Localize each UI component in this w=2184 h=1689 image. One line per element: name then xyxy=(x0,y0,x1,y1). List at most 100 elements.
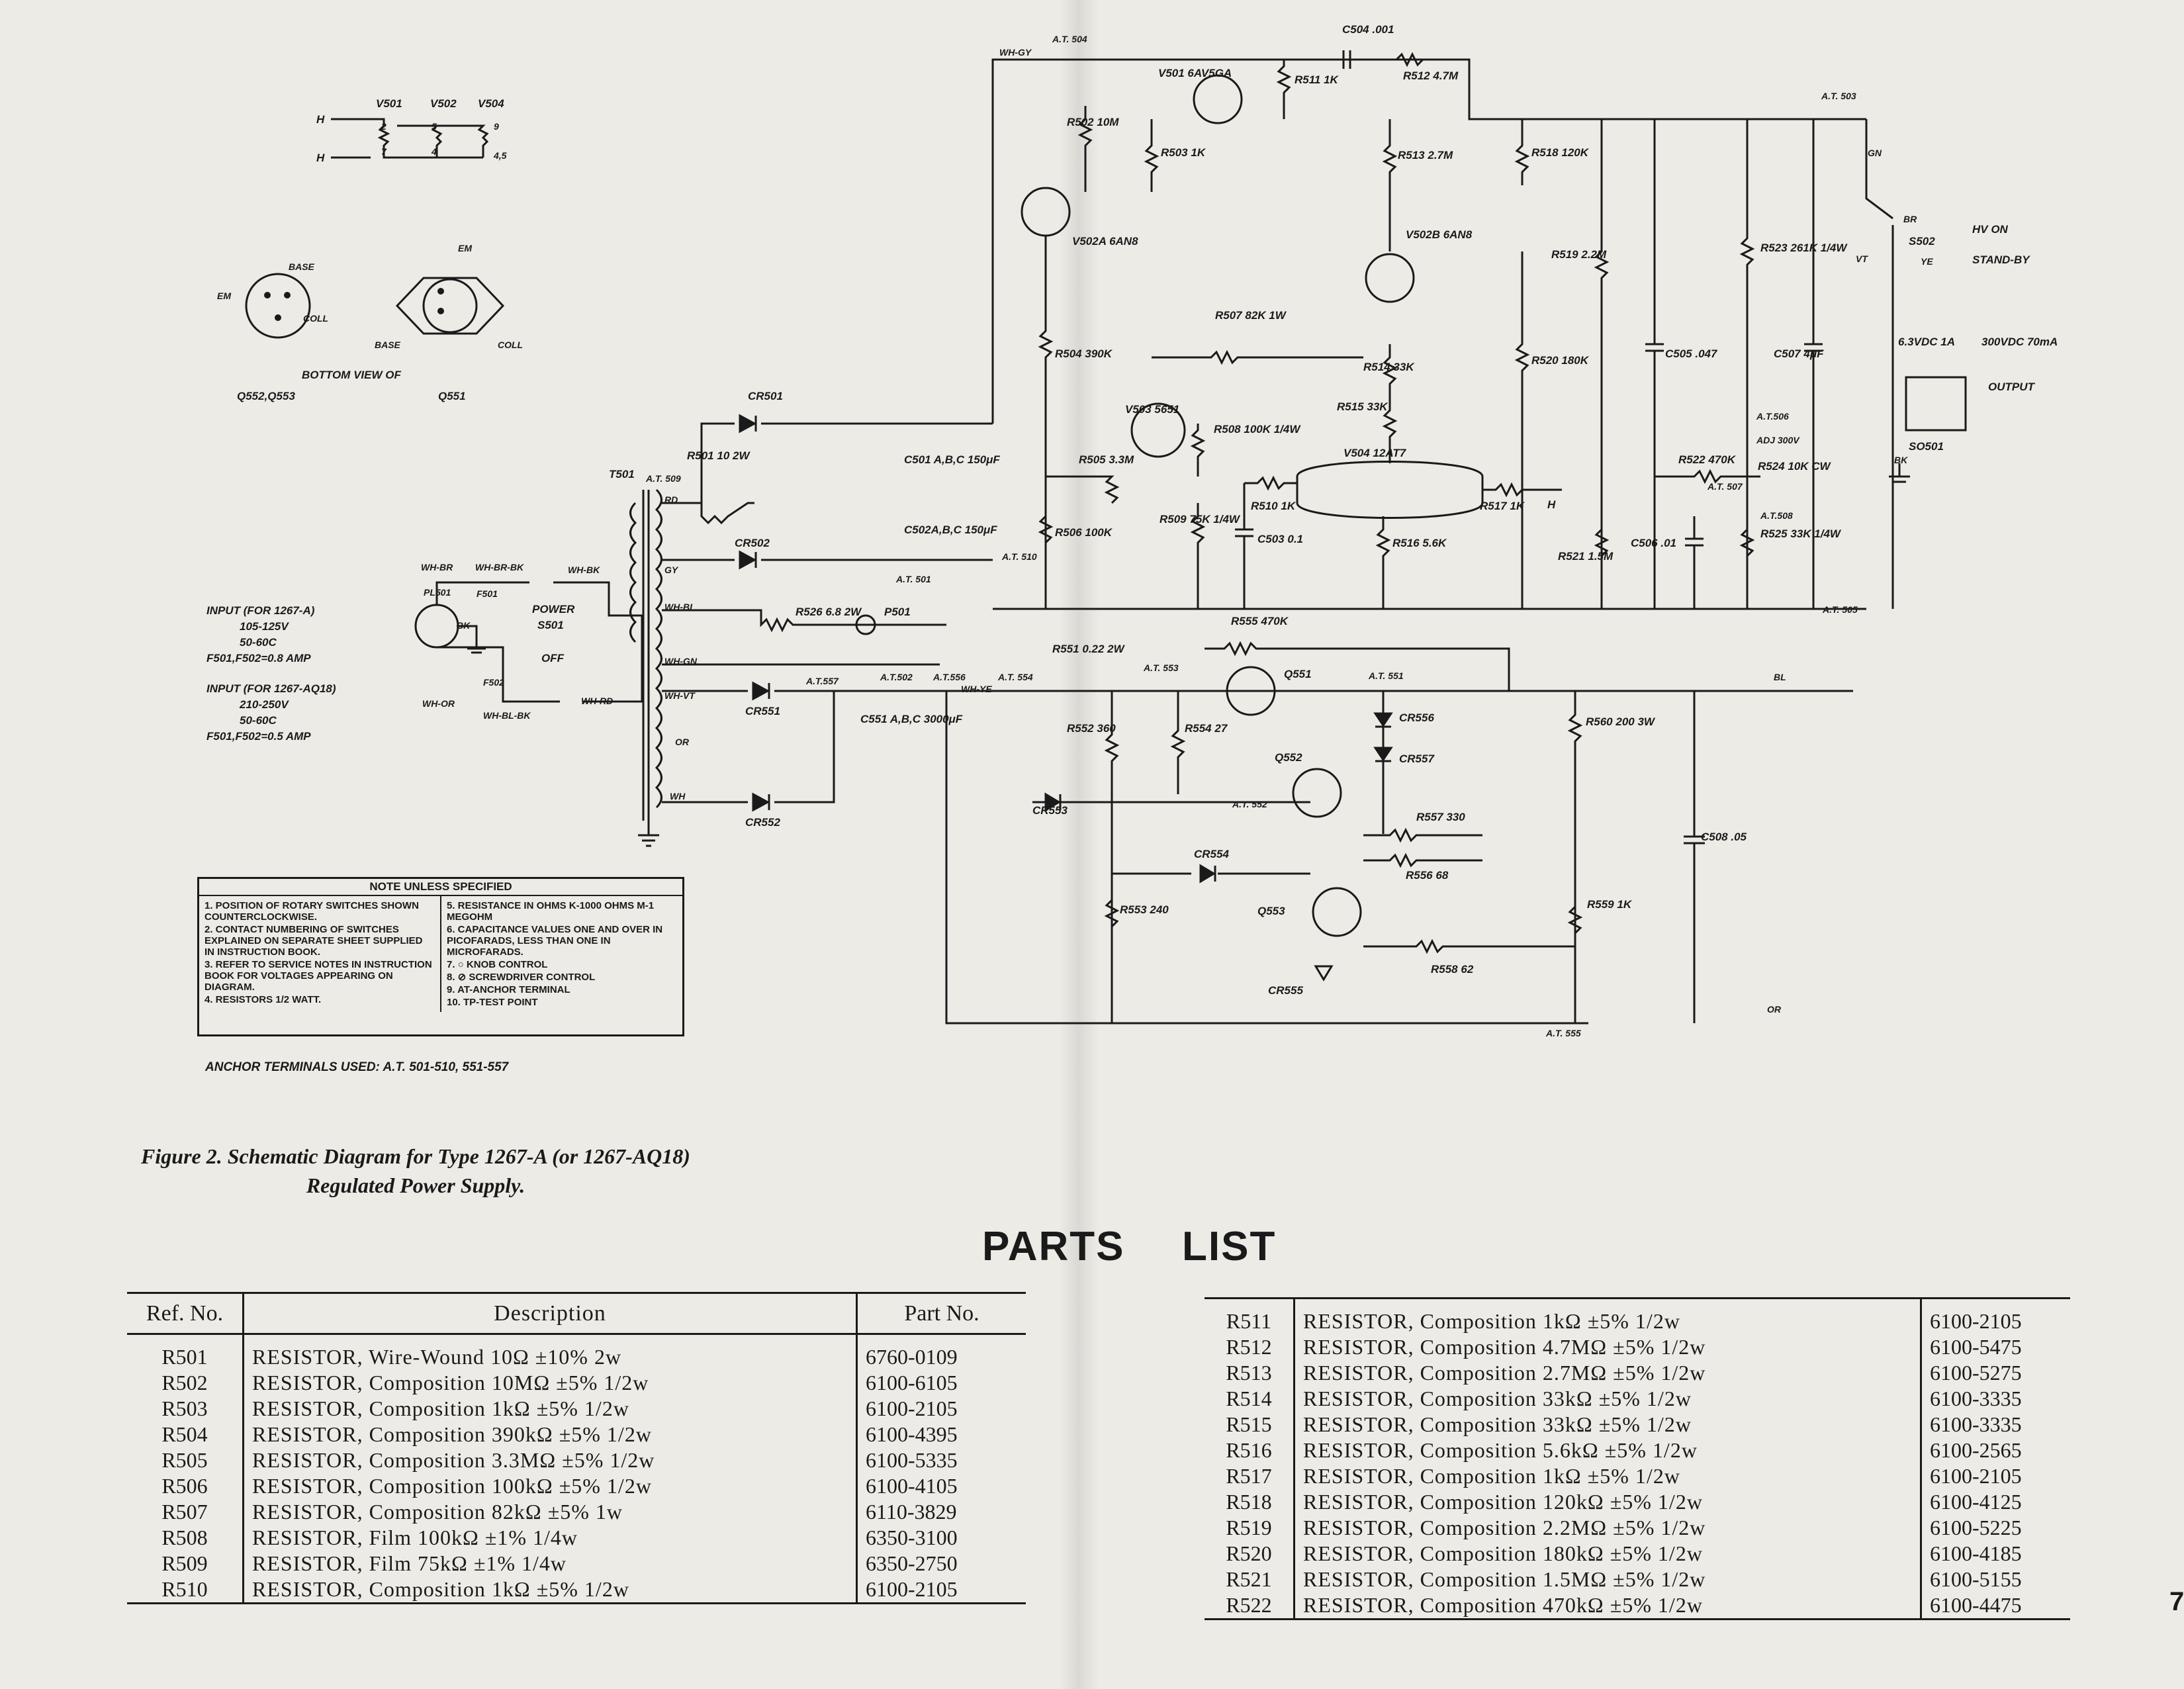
ref-cell: R502 xyxy=(127,1370,244,1396)
svg-text:A.T. 510: A.T. 510 xyxy=(1001,551,1037,562)
ref-cell: R506 xyxy=(127,1473,244,1499)
svg-text:210-250V: 210-250V xyxy=(239,698,289,711)
svg-text:A.T. 552: A.T. 552 xyxy=(1232,799,1267,809)
heater-h-top: H xyxy=(316,113,325,126)
svg-text:R523 261K 1/4W: R523 261K 1/4W xyxy=(1760,242,1848,254)
svg-text:BR: BR xyxy=(1903,214,1917,224)
svg-text:CR502: CR502 xyxy=(735,537,770,549)
svg-text:R521 1.5M: R521 1.5M xyxy=(1558,550,1614,563)
svg-text:R515 33K: R515 33K xyxy=(1337,400,1388,413)
svg-text:R501 10 2W: R501 10 2W xyxy=(687,449,751,462)
svg-text:V504 12AT7: V504 12AT7 xyxy=(1343,447,1407,459)
svg-text:OFF: OFF xyxy=(541,652,565,664)
description-cell: RESISTOR, Composition 2.7MΩ ±5% 1/2w xyxy=(1294,1360,1922,1386)
svg-text:50-60C: 50-60C xyxy=(240,714,277,727)
svg-text:V502B 6AN8: V502B 6AN8 xyxy=(1406,228,1473,241)
svg-text:COLL: COLL xyxy=(498,340,523,350)
description-cell: RESISTOR, Composition 1kΩ ±5% 1/2w xyxy=(243,1396,858,1422)
svg-text:WH: WH xyxy=(670,791,686,801)
svg-text:R516 5.6K: R516 5.6K xyxy=(1392,537,1447,549)
bottom-view-label: BOTTOM VIEW OF xyxy=(302,369,401,381)
svg-text:INPUT (FOR 1267-AQ18): INPUT (FOR 1267-AQ18) xyxy=(206,682,336,695)
notes-title: NOTE UNLESS SPECIFIED xyxy=(199,879,682,896)
note-item: 10. TP-TEST POINT xyxy=(447,997,538,1008)
svg-text:R510 1K: R510 1K xyxy=(1251,500,1297,512)
svg-text:C501 A,B,C 150μF: C501 A,B,C 150μF xyxy=(904,453,1000,466)
ref-cell: R512 xyxy=(1205,1334,1295,1360)
svg-text:C502A,B,C 150μF: C502A,B,C 150μF xyxy=(904,524,997,536)
description-cell: RESISTOR, Wire-Wound 10Ω ±10% 2w xyxy=(243,1334,858,1370)
svg-text:HV ON: HV ON xyxy=(1972,223,2009,236)
svg-text:GN: GN xyxy=(1868,148,1882,158)
ref-cell: R520 xyxy=(1205,1541,1295,1567)
description-cell: RESISTOR, Composition 4.7MΩ ±5% 1/2w xyxy=(1294,1334,1922,1360)
part-number-cell: 6100-2105 xyxy=(1930,1464,2022,1488)
svg-text:A.T. 503: A.T. 503 xyxy=(1821,91,1856,101)
heater-pin-7: 7 xyxy=(381,146,387,157)
header-description: Description xyxy=(243,1293,858,1335)
ref-cell: R508 xyxy=(127,1525,244,1551)
svg-text:R560 200 3W: R560 200 3W xyxy=(1586,715,1656,728)
svg-text:C507 4μF: C507 4μF xyxy=(1774,347,1824,360)
svg-text:Q551: Q551 xyxy=(1284,668,1312,680)
caption-line-1: Figure 2. Schematic Diagram for Type 126… xyxy=(141,1144,690,1168)
svg-text:F501,F502=0.5 AMP: F501,F502=0.5 AMP xyxy=(206,730,311,743)
heater-tube-v504: V504 xyxy=(478,97,504,110)
svg-text:R525 33K 1/4W: R525 33K 1/4W xyxy=(1760,527,1842,540)
svg-text:F501,F502=0.8 AMP: F501,F502=0.8 AMP xyxy=(206,652,311,664)
description-cell: RESISTOR, Composition 33kΩ ±5% 1/2w xyxy=(1294,1386,1922,1412)
svg-text:C508 .05: C508 .05 xyxy=(1701,831,1747,843)
description-cell: RESISTOR, Composition 1kΩ ±5% 1/2w xyxy=(243,1576,858,1604)
description-cell: RESISTOR, Composition 1.5MΩ ±5% 1/2w xyxy=(1294,1567,1922,1592)
svg-text:R554 27: R554 27 xyxy=(1185,722,1228,735)
part-number-cell: 6100-4125 xyxy=(1930,1490,2022,1514)
svg-text:R511 1K: R511 1K xyxy=(1295,73,1340,86)
svg-text:R506 100K: R506 100K xyxy=(1055,526,1113,539)
svg-text:BASE: BASE xyxy=(375,340,401,350)
description-cell: RESISTOR, Composition 100kΩ ±5% 1/2w xyxy=(243,1473,858,1499)
output-section: BR S502 VT YE HV ON STAND-BY 6.3VDC 1A 3… xyxy=(1856,119,2058,609)
part-number-cell: 6100-5225 xyxy=(1930,1516,2022,1539)
svg-text:A.T. 555: A.T. 555 xyxy=(1545,1028,1581,1038)
svg-text:P501: P501 xyxy=(884,606,911,618)
svg-text:Q552: Q552 xyxy=(1275,751,1302,764)
notes-box: NOTE UNLESS SPECIFIED 1. POSITION OF ROT… xyxy=(197,877,684,1036)
note-item: 5. RESISTANCE IN OHMS K-1000 OHMS M-1 ME… xyxy=(447,900,655,923)
svg-text:F502: F502 xyxy=(483,677,504,688)
svg-text:R553 240: R553 240 xyxy=(1120,903,1169,916)
caption-line-2: Regulated Power Supply. xyxy=(306,1173,525,1197)
svg-text:6.3VDC 1A: 6.3VDC 1A xyxy=(1898,336,1955,348)
svg-text:A.T.556: A.T.556 xyxy=(933,672,966,682)
svg-text:C503 0.1: C503 0.1 xyxy=(1257,533,1303,545)
part-number-cell: 6100-5155 xyxy=(1930,1567,2022,1591)
heater-tube-v501: V501 xyxy=(376,97,402,110)
bottom-view-parts-right: Q551 xyxy=(438,390,466,402)
svg-text:A.T. 504: A.T. 504 xyxy=(1052,34,1087,44)
svg-text:F501: F501 xyxy=(477,588,498,599)
svg-text:BASE: BASE xyxy=(289,261,315,272)
input-section: INPUT (FOR 1267-A) 105-125V 50-60C F501,… xyxy=(206,562,643,743)
svg-text:A.T. 505: A.T. 505 xyxy=(1822,604,1858,615)
note-item: 4. RESISTORS 1/2 WATT. xyxy=(205,994,322,1005)
svg-text:C504 .001: C504 .001 xyxy=(1342,23,1394,36)
hv-regulator: WH-GY A.T. 504 V501 6AV5GA R511 1K C504 … xyxy=(991,23,1882,615)
svg-text:R526 6.8 2W: R526 6.8 2W xyxy=(796,606,862,618)
ref-cell: R518 xyxy=(1205,1489,1295,1515)
svg-text:R524 10K CW: R524 10K CW xyxy=(1758,460,1832,473)
svg-text:R559 1K: R559 1K xyxy=(1587,898,1633,911)
ref-cell: R507 xyxy=(127,1499,244,1525)
svg-text:GY: GY xyxy=(664,565,679,575)
ref-cell: R510 xyxy=(127,1576,244,1604)
ref-cell: R509 xyxy=(127,1551,244,1576)
part-number-cell: 6100-4185 xyxy=(1930,1541,2022,1565)
